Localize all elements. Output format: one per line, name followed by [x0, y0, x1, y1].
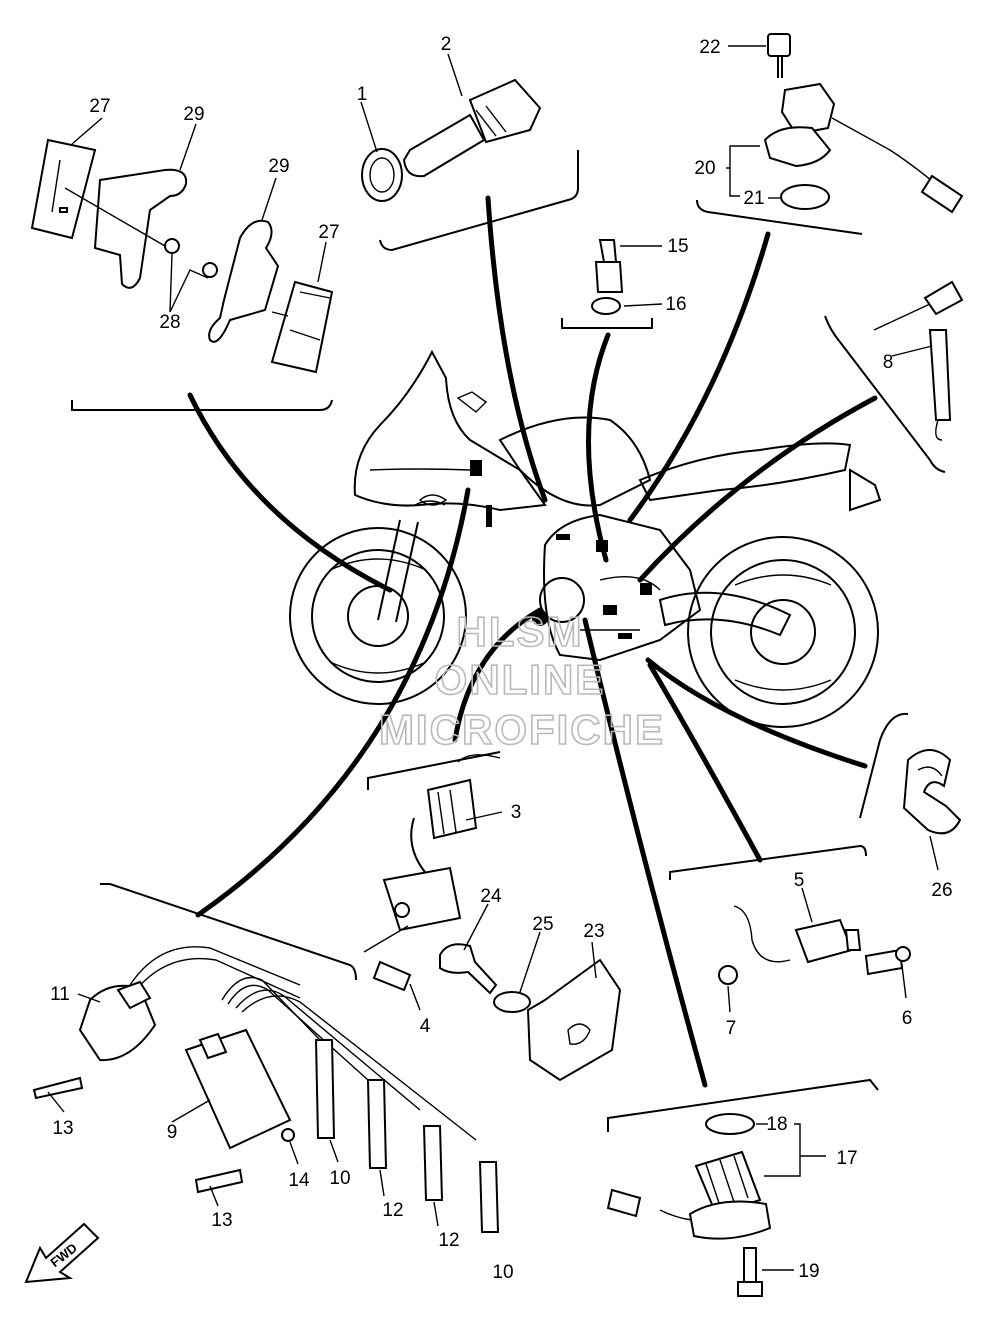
callout-24: 24	[480, 886, 502, 907]
sensor-5-7	[718, 905, 911, 985]
leader-lines	[187, 195, 878, 1088]
watermark: HLSM ONLINE MICROFICHE	[378, 607, 665, 754]
group-frames	[71, 150, 946, 1132]
fwd-arrow-icon: FWD	[24, 1222, 100, 1284]
clamp-26	[902, 749, 962, 835]
pickup-coil	[363, 754, 622, 1082]
sensor-17-19	[606, 1113, 772, 1297]
thermo-sender	[361, 78, 542, 202]
callout-18: 18	[766, 1114, 787, 1135]
callout-27-left: 27	[89, 96, 110, 117]
callout-12-right: 12	[438, 1230, 459, 1251]
callout-27-right: 27	[318, 222, 339, 243]
callout-5: 5	[794, 870, 805, 891]
callout-11: 11	[50, 984, 70, 1005]
callout-26: 26	[931, 880, 952, 901]
callout-13-right: 13	[211, 1210, 232, 1231]
callout-6: 6	[902, 1008, 913, 1029]
callout-23: 23	[583, 921, 604, 942]
ignition-coils	[32, 946, 500, 1233]
callout-22: 22	[699, 37, 720, 58]
callout-29-left: 29	[183, 104, 204, 125]
callout-14: 14	[288, 1170, 310, 1191]
callout-10-left: 10	[329, 1168, 350, 1189]
callout-15: 15	[667, 236, 688, 257]
callout-16: 16	[665, 294, 686, 315]
callout-1: 1	[357, 84, 368, 105]
callout-21: 21	[743, 188, 764, 209]
callout-10-right: 10	[492, 1262, 513, 1283]
callout-28: 28	[159, 312, 180, 333]
motorcycle-outline	[289, 349, 882, 728]
callout-17: 17	[836, 1148, 857, 1169]
callout-2: 2	[441, 34, 452, 55]
callout-19: 19	[798, 1261, 819, 1282]
callout-13-left: 13	[52, 1118, 73, 1139]
callout-numbers: 1 2 3 4 5 6 7 8 9 10 10 11 12 12 13 13 1…	[50, 34, 952, 1283]
callout-25: 25	[532, 914, 553, 935]
callout-leaders	[47, 45, 939, 1271]
callout-20: 20	[694, 158, 715, 179]
watermark-line-3: MICROFICHE	[379, 706, 665, 753]
watermark-line-1: HLSM	[457, 608, 584, 655]
sensor-8	[873, 280, 964, 441]
callout-7: 7	[726, 1018, 737, 1039]
callout-3: 3	[511, 802, 522, 823]
reflector-bracket-assembly	[30, 138, 334, 374]
callout-9: 9	[167, 1122, 178, 1143]
switch-15-16	[591, 239, 624, 315]
speed-sensor	[763, 33, 964, 214]
callout-12-left: 12	[382, 1200, 403, 1221]
callout-8: 8	[883, 352, 894, 373]
watermark-line-2: ONLINE	[435, 656, 606, 703]
callout-29-right: 29	[268, 156, 289, 177]
callout-4: 4	[420, 1016, 431, 1037]
